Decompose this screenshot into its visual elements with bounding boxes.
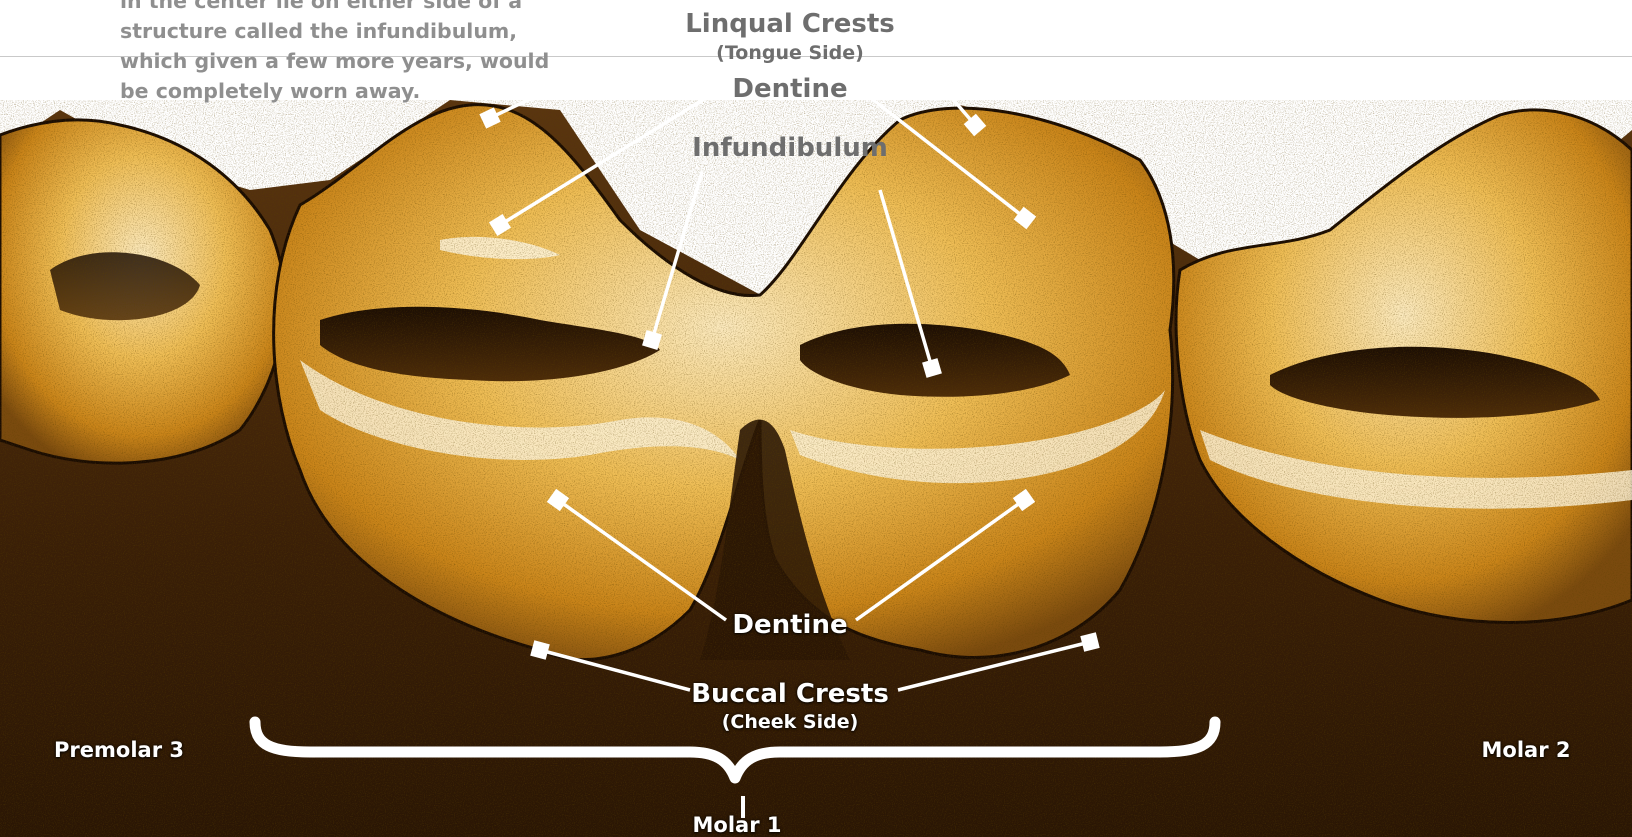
label-premolar-3: Premolar 3 [54, 740, 184, 761]
label-molar-2: Molar 2 [1482, 740, 1571, 761]
label-cheek-side: (Cheek Side) [722, 713, 859, 732]
intro-line-2: structure called the infundibulum, [120, 16, 560, 46]
label-tongue-side: (Tongue Side) [716, 44, 864, 63]
intro-line-1: in the center lie on either side of a [120, 0, 560, 16]
intro-line-4: be completely worn away. [120, 76, 560, 106]
label-lingual-crests: Linqual Crests [685, 11, 895, 37]
label-buccal-crests: Buccal Crests [691, 681, 889, 707]
label-molar-1: Molar 1 [693, 815, 782, 836]
label-infundibulum: Infundibulum [692, 135, 888, 161]
label-dentine-top: Dentine [732, 76, 847, 102]
label-dentine-bottom: Dentine [732, 612, 847, 638]
intro-line-3: which given a few more years, would [120, 46, 560, 76]
intro-paragraph: in the center lie on either side of a st… [120, 0, 560, 106]
